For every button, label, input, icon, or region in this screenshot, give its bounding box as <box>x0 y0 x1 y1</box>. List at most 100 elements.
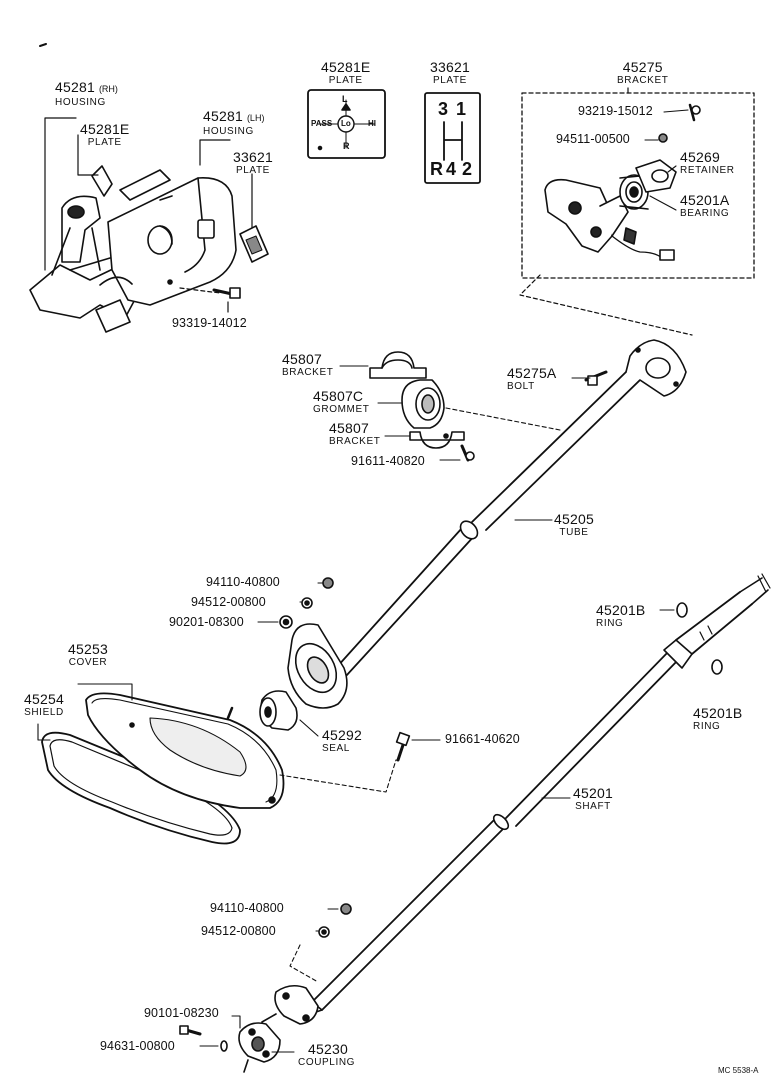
side-label: (RH) <box>98 84 118 94</box>
part-number: 33621 <box>430 59 470 75</box>
part-number: 45269 <box>680 149 720 165</box>
part-name: SEAL <box>322 743 350 754</box>
part-number: 45807 <box>282 351 322 367</box>
part-number: 93319-14012 <box>172 316 247 330</box>
bolt-91611-drawing <box>460 444 475 462</box>
part-name: PLATE <box>236 165 270 176</box>
callout-coupling-45230: 45230 COUPLING <box>298 1042 355 1068</box>
callout-plate-45281e-top: 45281E PLATE <box>321 60 370 86</box>
tube-45205-drawing <box>287 339 687 709</box>
callout-shaft-45201: 45201 SHAFT <box>573 786 613 812</box>
washer-94512-b-drawing <box>318 926 330 938</box>
callout-bracket-45807-bottom: 45807 BRACKET <box>329 421 380 447</box>
part-name: TUBE <box>559 527 589 538</box>
part-number: 45201B <box>693 705 743 721</box>
shift-plate-2: 2 <box>462 159 473 179</box>
bolt-91661-drawing <box>395 731 411 762</box>
plate-33621-small-drawing <box>239 225 269 263</box>
callout-ring-45201b-b: 45201B RING <box>693 706 742 732</box>
part-name: BRACKET <box>329 436 381 447</box>
part-name: BRACKET <box>282 367 334 378</box>
part-number: 45205 <box>554 511 594 527</box>
part-number: 45201 <box>573 785 613 801</box>
part-name: RETAINER <box>680 165 735 176</box>
callout-retainer-45269: 45269 RETAINER <box>680 150 735 176</box>
cover-45253-drawing <box>85 692 285 809</box>
part-number: 45201A <box>680 192 730 208</box>
light-plate-hi: HI <box>368 119 376 128</box>
part-number: 45281E <box>80 121 130 137</box>
light-plate-R: R <box>343 141 350 151</box>
leader-lines-shaft <box>541 609 675 799</box>
part-name: BEARING <box>680 208 730 219</box>
callout-screw-93219: 93219-15012 <box>578 105 653 118</box>
leader-seal <box>299 719 319 737</box>
part-name: PLATE <box>328 75 363 86</box>
part-number: 91611-40820 <box>351 454 425 468</box>
part-name: BRACKET <box>617 75 669 86</box>
part-number: 94511-00500 <box>556 132 630 146</box>
callout-washer-94512-a: 94512-00800 <box>191 596 266 609</box>
bolt-45275a-drawing <box>584 370 608 386</box>
callout-tube-45205: 45205 TUBE <box>554 512 594 538</box>
light-plate-pass: PASS <box>311 119 333 128</box>
leader-lines-bracket <box>644 109 689 211</box>
part-number: 45201B <box>596 602 646 618</box>
shift-plate-4: 4 <box>446 159 457 179</box>
diagram-code: MC 5538-A <box>718 1066 759 1075</box>
part-number: 45281 <box>55 79 95 95</box>
part-number: 94512-00800 <box>201 924 276 938</box>
bracket-45807-lower-drawing <box>409 431 465 449</box>
callout-plate-33621-left: 33621 PLATE <box>233 150 273 176</box>
scan-mark <box>39 43 47 47</box>
shield-45254-drawing <box>41 731 241 845</box>
part-number: 45253 <box>68 641 108 657</box>
shift-pattern-plate-drawing <box>424 92 481 184</box>
callout-plate-45281e-left: 45281E PLATE <box>80 122 129 148</box>
part-number: 45275 <box>622 59 663 75</box>
bearing-45201a-drawing <box>619 174 649 210</box>
callout-bolt-90101: 90101-08230 <box>144 1007 219 1020</box>
part-number: 94512-00800 <box>191 595 266 609</box>
part-name: SHAFT <box>575 801 611 812</box>
grommet-45807c-drawing <box>401 379 445 429</box>
callout-housing-lh: 45281(LH) HOUSING <box>203 109 264 137</box>
bracket-assembly-box <box>521 87 755 279</box>
bolt-90101-drawing <box>179 1025 202 1036</box>
part-number: 45275A <box>507 365 557 381</box>
shaft-45201-drawing <box>297 573 771 1019</box>
nut-94110-b-drawing <box>340 903 352 915</box>
part-name: HOUSING <box>55 97 106 108</box>
callout-washer-94511: 94511-00500 <box>556 133 630 146</box>
washer-90201-drawing <box>279 615 293 629</box>
washer-94511-drawing <box>658 133 668 143</box>
part-name: RING <box>596 618 624 629</box>
light-plate-lo: Lo <box>341 119 351 128</box>
callout-washer-94512-b: 94512-00800 <box>201 925 276 938</box>
callout-bolt-45275a: 45275A BOLT <box>507 366 556 392</box>
part-number: 93219-15012 <box>578 104 653 118</box>
part-name: PLATE <box>87 137 122 148</box>
leader-lines-upper-left <box>44 117 253 271</box>
bracket-45807-upper-drawing <box>369 351 427 379</box>
light-switch-plate-drawing <box>307 89 386 159</box>
callout-bearing-45201a: 45201A BEARING <box>680 193 729 219</box>
screw-93319-drawing <box>179 287 241 313</box>
part-number: 45807 <box>329 420 369 436</box>
bracket-45275-drawing <box>544 178 675 261</box>
washer-94512-a-drawing <box>301 597 313 609</box>
leader-lines-cover-shield <box>37 683 397 793</box>
part-number: 90101-08230 <box>144 1006 219 1020</box>
leader-lines-brackets <box>339 365 561 461</box>
part-number: 94110-40800 <box>210 901 284 915</box>
bracket-dashed-leader <box>519 274 693 336</box>
callout-grommet-45807c: 45807C GROMMET <box>313 389 369 415</box>
leader-lines-coupling <box>199 1015 295 1053</box>
ring-45201b-b-drawing <box>711 659 723 675</box>
part-number: 91661-40620 <box>445 732 520 746</box>
part-number: 45230 <box>308 1041 348 1057</box>
callout-bolt-91661: 91661-40620 <box>445 733 520 746</box>
shift-plate-R: R <box>430 159 443 179</box>
housing-lh-drawing <box>95 177 237 333</box>
